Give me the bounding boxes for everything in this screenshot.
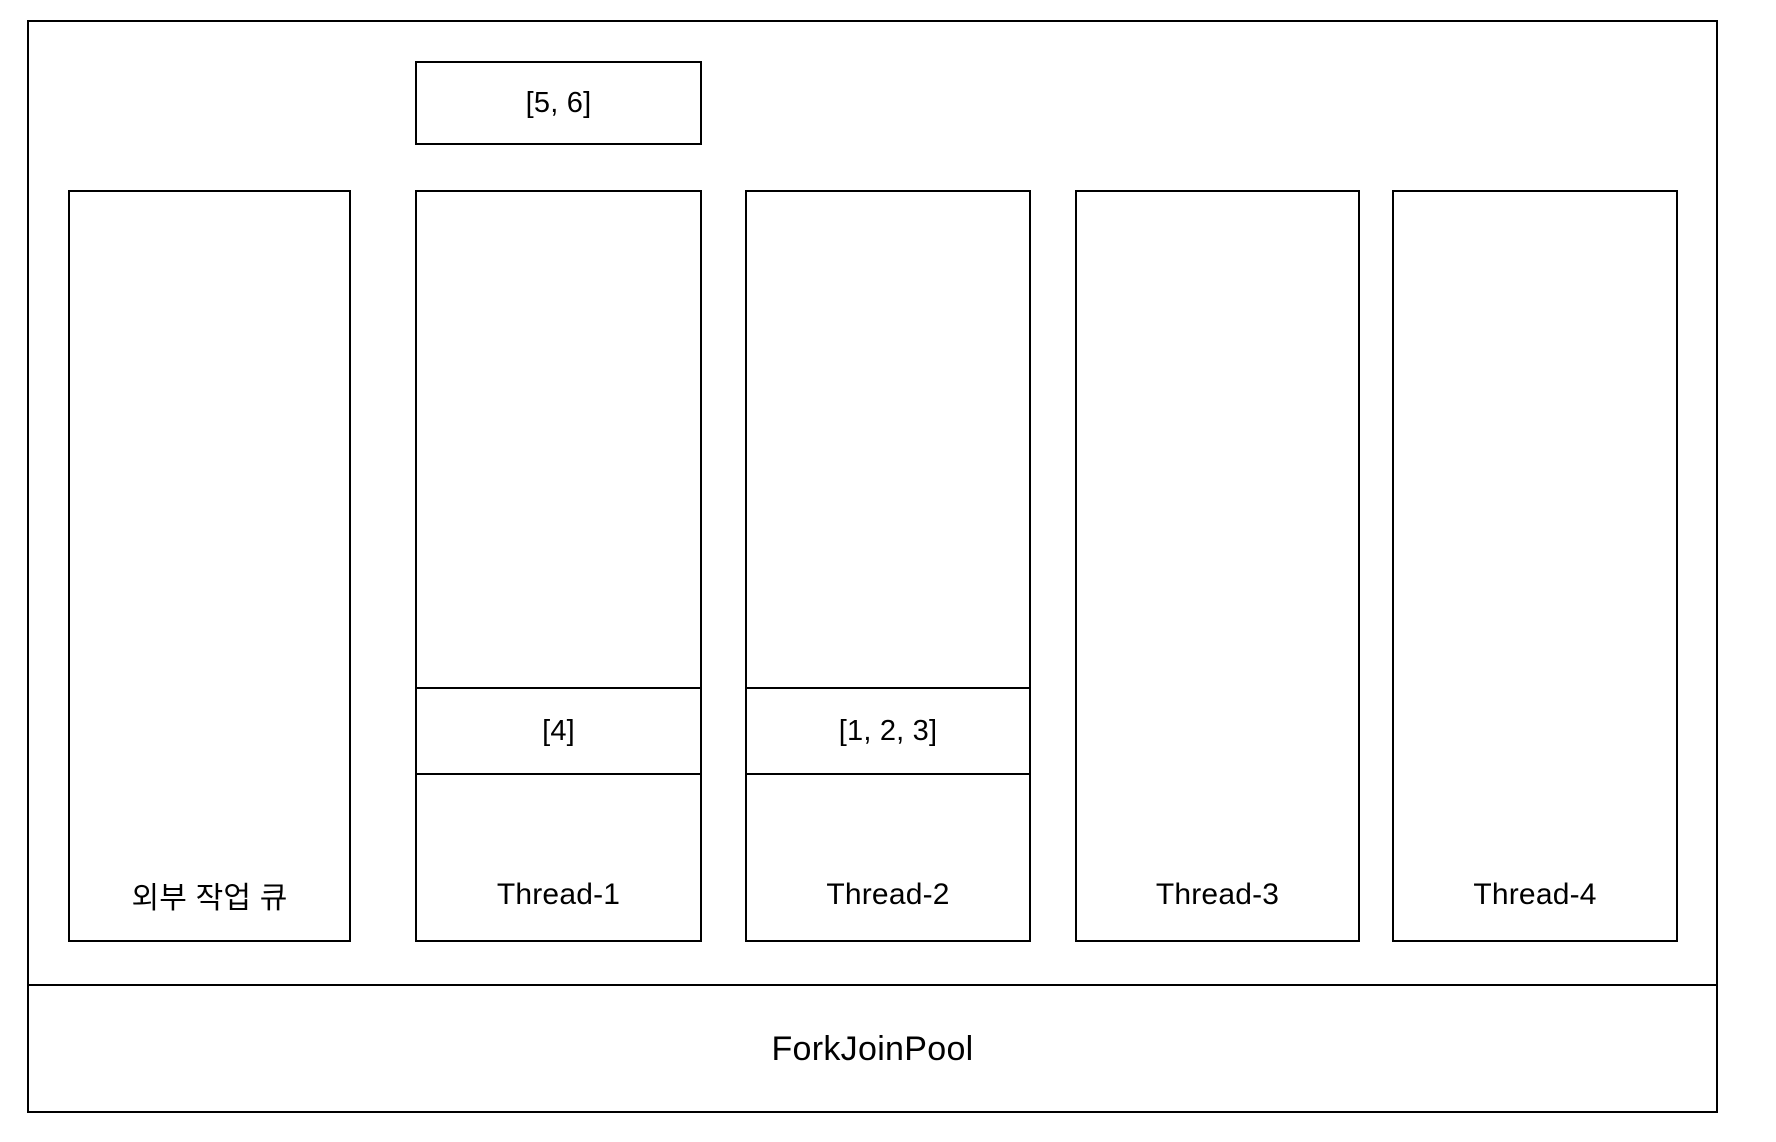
thread-2-deque-empty-area <box>747 192 1029 687</box>
column-thread-4: Thread-4 <box>1392 190 1678 942</box>
detached-task-label: [5, 6] <box>525 86 592 119</box>
queue-empty-area <box>70 192 349 855</box>
thread-2-lower-area <box>747 775 1029 855</box>
detached-task-box: [5, 6] <box>415 61 702 145</box>
column-thread-2: [1, 2, 3] Thread-2 <box>745 190 1031 942</box>
thread-1-lower-area <box>417 775 700 855</box>
column-label-thread-3: Thread-3 <box>1155 877 1280 911</box>
thread-4-deque-empty-area <box>1394 192 1676 855</box>
column-label-thread-4: Thread-4 <box>1473 877 1597 911</box>
column-thread-1: [4] Thread-1 <box>415 190 702 942</box>
column-label-thread-2: Thread-2 <box>826 877 950 911</box>
thread-3-deque-empty-area <box>1077 192 1358 855</box>
thread-1-deque-empty-area <box>417 192 700 687</box>
column-label-external-queue: 외부 작업 큐 <box>131 881 288 915</box>
column-thread-3: Thread-3 <box>1075 190 1360 942</box>
column-label-thread-1: Thread-1 <box>496 877 621 911</box>
pool-footer-divider <box>27 984 1718 986</box>
column-external-queue: 외부 작업 큐 <box>68 190 351 942</box>
pool-footer-label-wrap: ForkJoinPool <box>27 986 1718 1113</box>
thread-1-task-cell: [4] <box>417 687 700 775</box>
thread-2-task-cell: [1, 2, 3] <box>747 687 1029 775</box>
pool-footer-label: ForkJoinPool <box>771 1030 974 1068</box>
